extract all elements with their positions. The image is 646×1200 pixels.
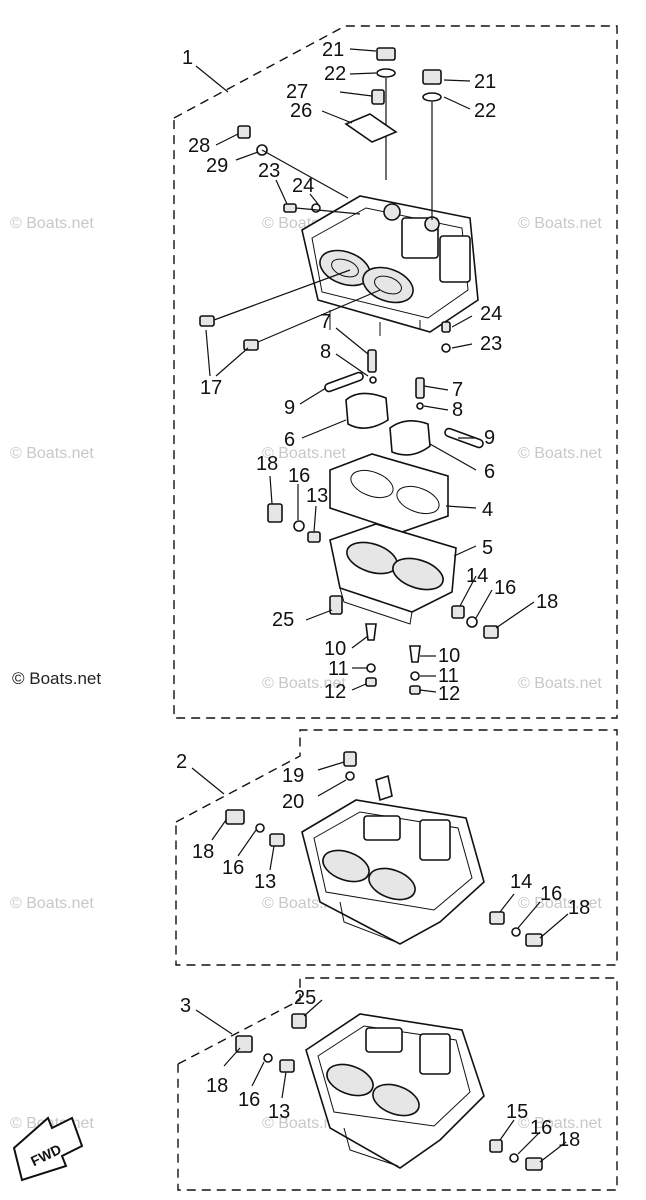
callout-25: 25 [272, 609, 294, 631]
callout-4: 4 [482, 499, 493, 521]
callout-12: 12 [438, 683, 460, 705]
callout-22: 22 [474, 100, 496, 122]
callout-23: 23 [480, 333, 502, 355]
callout-23: 23 [258, 160, 280, 182]
callout-18: 18 [206, 1075, 228, 1097]
callout-11: 11 [438, 665, 459, 687]
assembly-2-callouts: 19 20 18 16 13 14 16 18 [192, 765, 590, 919]
callout-15: 15 [506, 1101, 528, 1123]
callout-19: 19 [282, 765, 304, 787]
fwd-arrow-icon: FWD [12, 1116, 84, 1182]
watermark-group: © Boats.net © Boats.net © Boats.net © Bo… [10, 215, 602, 1132]
callout-16: 16 [540, 883, 562, 905]
callout-18: 18 [192, 841, 214, 863]
assembly-2-leaders [211, 761, 569, 939]
assembly-label-3: 3 [180, 995, 191, 1017]
callout-24: 24 [480, 303, 502, 325]
assembly-3-callouts: 25 18 16 13 15 16 18 [206, 987, 580, 1151]
callout-5: 5 [482, 537, 493, 559]
callout-22: 22 [324, 63, 346, 85]
callout-10: 10 [324, 638, 346, 660]
callout-13: 13 [268, 1101, 290, 1123]
assembly-2-frame: 2 [175, 729, 618, 966]
callout-18: 18 [256, 453, 278, 475]
callout-18: 18 [568, 897, 590, 919]
float-bowl [267, 503, 499, 695]
callout-9: 9 [284, 397, 295, 419]
watermark: © Boats.net [10, 895, 94, 912]
assembly-2-carburetor [225, 751, 543, 947]
callout-9: 9 [484, 427, 495, 449]
callout-13: 13 [306, 485, 328, 507]
callout-7: 7 [320, 311, 331, 333]
assembly-label-2: 2 [176, 751, 187, 773]
callout-10: 10 [438, 645, 460, 667]
callout-25: 25 [294, 987, 316, 1009]
callout-6: 6 [484, 461, 495, 483]
callout-21: 21 [322, 39, 344, 61]
callout-6: 6 [284, 429, 295, 451]
callout-16: 16 [222, 857, 244, 879]
callout-16: 16 [288, 465, 310, 487]
watermark: © Boats.net [518, 675, 602, 692]
callout-20: 20 [282, 791, 304, 813]
assembly-3-leaders [223, 999, 567, 1163]
callout-18: 18 [536, 591, 558, 613]
watermark: © Boats.net [262, 445, 346, 462]
callout-7: 7 [452, 379, 463, 401]
callout-13: 13 [254, 871, 276, 893]
assembly-3-carburetor [235, 1013, 543, 1171]
callout-29: 29 [206, 155, 228, 177]
callout-11: 11 [328, 658, 349, 680]
watermark: © Boats.net [10, 445, 94, 462]
float-parts [324, 349, 484, 533]
callout-18: 18 [558, 1129, 580, 1151]
upper-small-parts [199, 47, 451, 353]
callout-14: 14 [510, 871, 532, 893]
callout-12: 12 [324, 681, 346, 703]
callout-26: 26 [290, 100, 312, 122]
callout-27: 27 [286, 81, 308, 103]
assembly-label-1: 1 [182, 47, 193, 69]
callout-21: 21 [474, 71, 496, 93]
callout-28: 28 [188, 135, 210, 157]
watermark: © Boats.net [518, 445, 602, 462]
watermark: © Boats.net [262, 675, 346, 692]
assembly-1-leaders [205, 48, 535, 693]
assembly-1-frame: 1 [173, 25, 618, 719]
assembly-3-frame: 3 [177, 977, 618, 1191]
callout-17: 17 [200, 377, 222, 399]
callout-16: 16 [238, 1089, 260, 1111]
callout-16: 16 [494, 577, 516, 599]
credit-text: © Boats.net [12, 669, 101, 688]
callout-14: 14 [466, 565, 488, 587]
watermark: © Boats.net [10, 215, 94, 232]
callout-16: 16 [530, 1117, 552, 1139]
watermark: © Boats.net [518, 215, 602, 232]
callout-8: 8 [452, 399, 463, 421]
assembly-1-callouts: 21 22 27 26 21 22 28 29 23 24 24 23 17 7… [188, 39, 558, 705]
callout-24: 24 [292, 175, 314, 197]
watermark: © Boats.net [518, 1115, 602, 1132]
watermark: © Boats.net [518, 895, 602, 912]
callout-8: 8 [320, 341, 331, 363]
watermark: © Boats.net [262, 1115, 346, 1132]
